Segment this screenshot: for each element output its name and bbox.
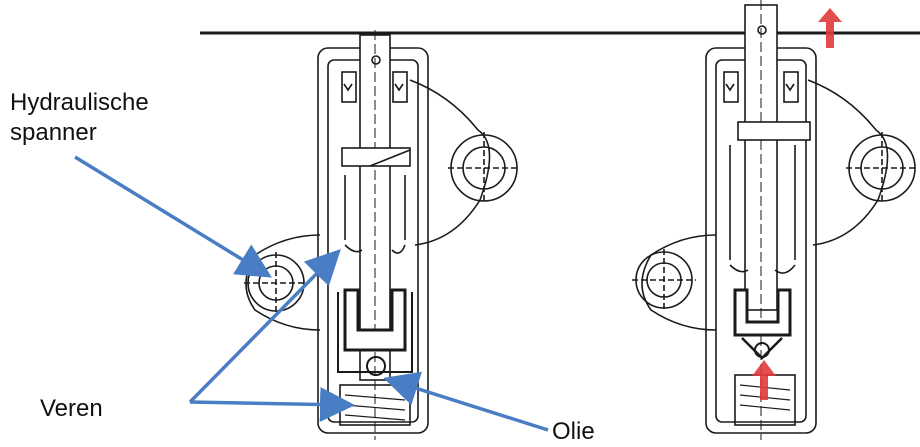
oil-label: Olie (552, 418, 595, 445)
tensioner-right (632, 0, 918, 440)
oil-arrow (383, 371, 549, 432)
hydraulic-tensioner-arrow (74, 155, 272, 278)
springs-arrow-upper (188, 249, 341, 404)
springs-arrow-lower (189, 386, 355, 422)
hydraulic-tensioner-label-line1: Hydraulische (10, 89, 149, 116)
springs-label: Veren (40, 395, 103, 422)
hydraulic-tensioner-label: Hydraulische spanner (10, 88, 149, 148)
callout-arrows (74, 155, 549, 432)
tensioner-left (244, 30, 520, 440)
plunger-up-arrow (818, 8, 842, 48)
motion-arrows (752, 8, 842, 400)
hydraulic-tensioner-label-line2: spanner (10, 119, 97, 146)
oil-flow-arrow (752, 360, 776, 400)
